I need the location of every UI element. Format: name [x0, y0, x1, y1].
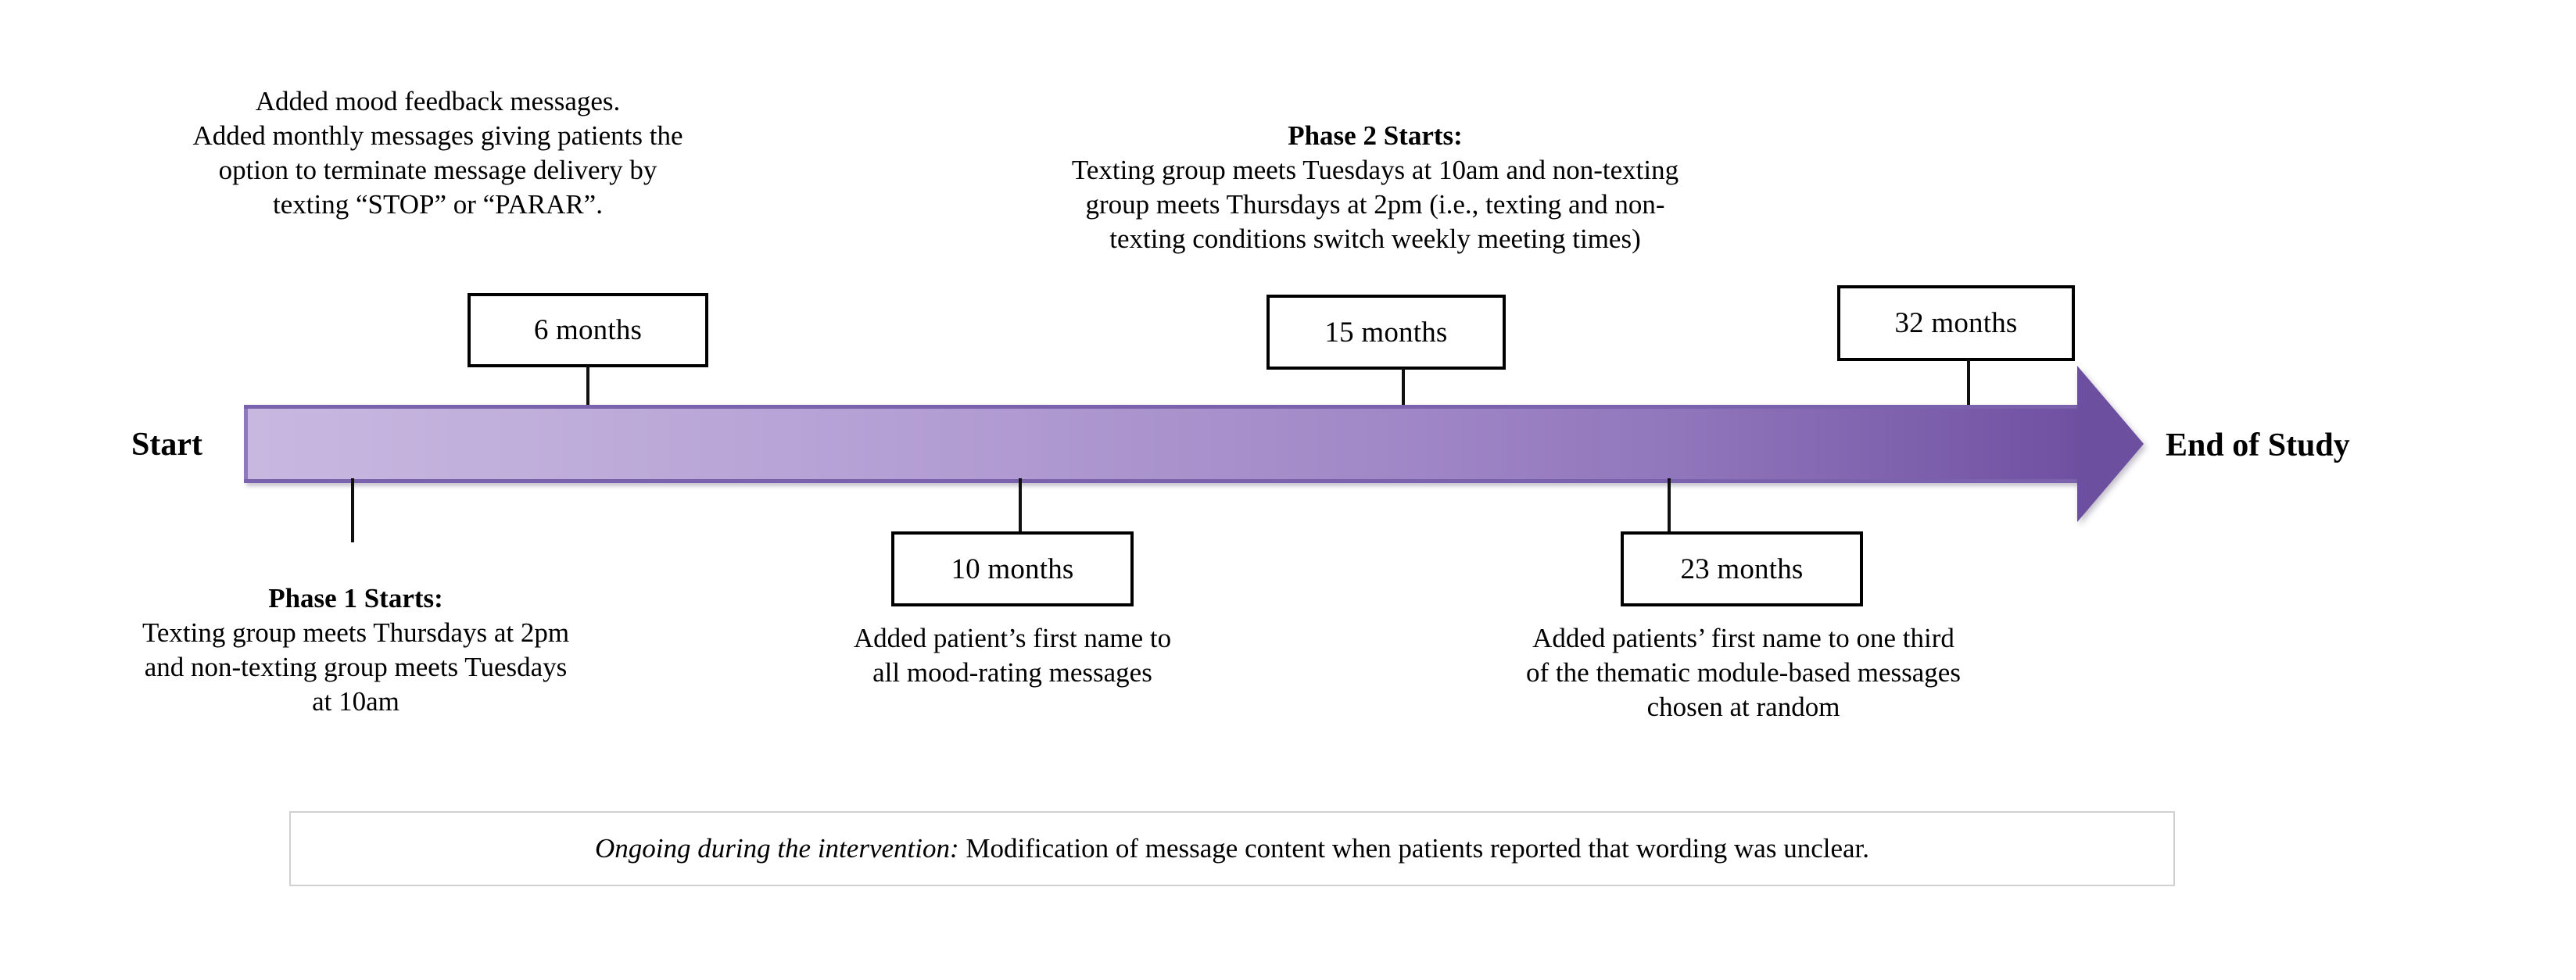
ongoing-note-rest: Modification of message content when pat… [958, 833, 1870, 864]
milestone-box-32-months[interactable]: 32 months [1837, 285, 2075, 361]
timeline-arrow-band [244, 405, 2083, 483]
end-of-study-label: End of Study [2166, 427, 2350, 463]
milestone-box-15-months[interactable]: 15 months [1267, 295, 1506, 370]
connector-10-months [1019, 478, 1022, 533]
phase-2-heading: Phase 2 Starts: [1288, 120, 1463, 152]
phase-1-heading: Phase 1 Starts: [268, 583, 443, 614]
start-label: Start [131, 427, 202, 463]
ongoing-note-lead: Ongoing during the intervention: [594, 833, 959, 864]
ongoing-note-box: Ongoing during the intervention: Modific… [289, 811, 2175, 886]
connector-phase-1 [351, 478, 354, 542]
connector-32-months [1967, 359, 1970, 411]
connector-15-months [1402, 368, 1405, 411]
timeline-arrow [244, 361, 2145, 527]
timeline-arrow-band-edge [244, 409, 2083, 479]
milestone-box-6-months[interactable]: 6 months [468, 293, 708, 367]
note-below-23-months: Added patients’ first name to one third … [1526, 623, 1961, 723]
phase-2-body: Texting group meets Tuesdays at 10am and… [1071, 155, 1679, 255]
milestone-box-23-months[interactable]: 23 months [1621, 531, 1863, 606]
timeline-arrow-head [2077, 366, 2144, 522]
note-phase-2: Phase 2 Starts:Texting group meets Tuesd… [941, 84, 1809, 256]
connector-6-months [586, 366, 589, 411]
connector-23-months [1668, 478, 1671, 533]
phase-1-body: Texting group meets Thursdays at 2pm and… [142, 617, 570, 717]
milestone-box-10-months[interactable]: 10 months [891, 531, 1134, 606]
note-below-10-months: Added patient’s first name to all mood-r… [853, 623, 1172, 689]
note-above-6-months: Added mood feedback messages. Added mont… [192, 86, 683, 220]
note-phase-1: Phase 1 Starts:Texting group meets Thurs… [47, 547, 665, 719]
